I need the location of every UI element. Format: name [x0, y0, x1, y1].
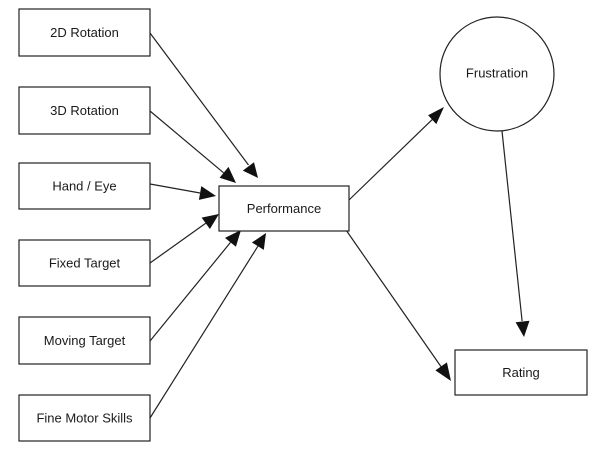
node-2d-rotation: 2D Rotation [18, 8, 151, 57]
edge-2d-rotation-to-performance [149, 32, 258, 178]
node-moving-target: Moving Target [18, 316, 151, 365]
edge-3d-rotation-to-performance [149, 110, 236, 183]
node-performance: Performance [218, 185, 350, 232]
edges [149, 32, 530, 419]
arrowhead-icon [198, 186, 216, 200]
arrowhead-icon [242, 162, 258, 178]
node-label: Fixed Target [49, 256, 121, 271]
node-label: Performance [247, 201, 321, 216]
edge-fixed-target-to-performance [149, 214, 219, 264]
arrowhead-icon [219, 166, 236, 183]
node-label: Rating [502, 365, 540, 380]
arrowhead-icon [201, 214, 219, 229]
edge-fine-motor-to-performance [149, 233, 266, 419]
edge-performance-to-rating [345, 229, 451, 381]
edge-performance-to-frustration [348, 107, 444, 201]
node-label: Hand / Eye [52, 179, 116, 194]
arrowhead-icon [251, 233, 266, 250]
node-label: 3D Rotation [50, 103, 119, 118]
edge-moving-target-to-performance [149, 230, 241, 342]
node-label: Moving Target [44, 333, 126, 348]
node-rating: Rating [454, 349, 588, 396]
node-hand-eye: Hand / Eye [18, 162, 151, 210]
node-label: Frustration [466, 66, 528, 81]
arrowhead-icon [435, 362, 451, 381]
node-fine-motor-skills: Fine Motor Skills [18, 394, 151, 442]
node-label: Fine Motor Skills [36, 411, 133, 426]
arrowhead-icon [428, 107, 444, 125]
edge-hand-eye-to-performance [149, 183, 216, 200]
node-fixed-target: Fixed Target [18, 239, 151, 287]
arrowhead-icon [225, 230, 241, 247]
node-frustration: Frustration [439, 16, 555, 132]
arrowhead-icon [515, 320, 530, 337]
node-label: 2D Rotation [50, 25, 119, 40]
edge-frustration-to-rating [501, 130, 530, 337]
node-3d-rotation: 3D Rotation [18, 86, 151, 135]
